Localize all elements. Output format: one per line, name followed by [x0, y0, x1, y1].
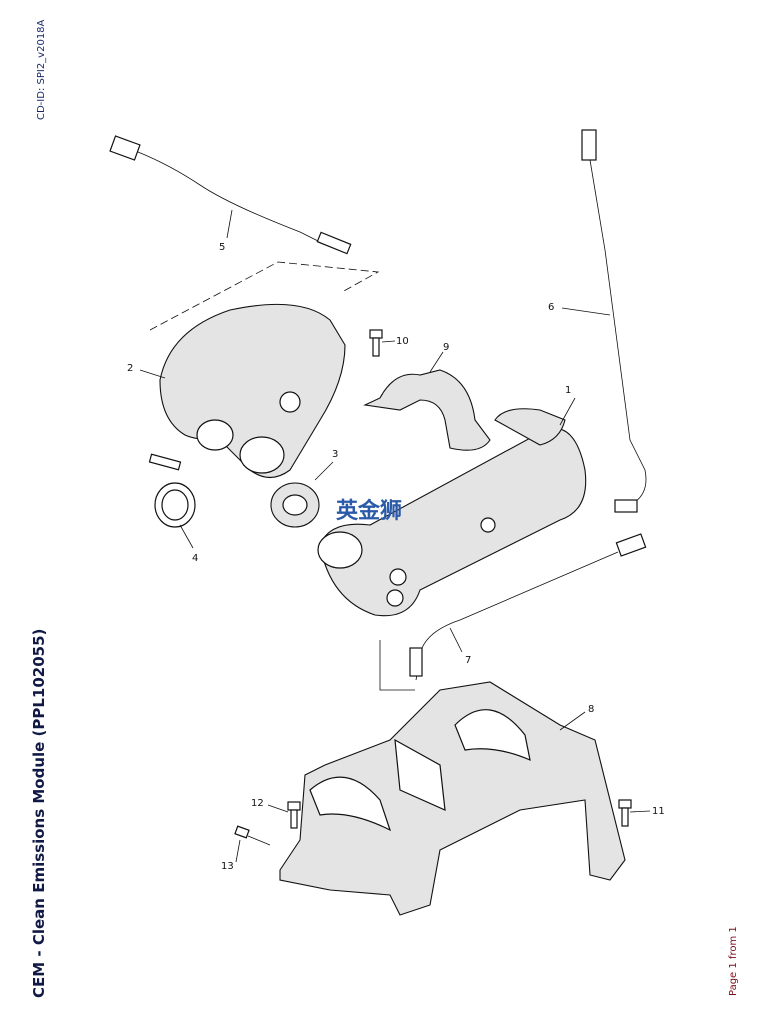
callout-11: 11 — [652, 806, 665, 817]
callout-10: 10 — [396, 336, 409, 347]
part-11-bolt[interactable] — [618, 799, 632, 827]
callout-8: 8 — [588, 704, 594, 715]
dashed-reference-outline — [149, 261, 380, 331]
part-13-bolt[interactable] — [234, 825, 271, 846]
callout-1: 1 — [565, 385, 571, 396]
callout-4: 4 — [192, 553, 198, 564]
part-12-bolt[interactable] — [287, 801, 301, 829]
part-1-clean-emissions-module[interactable] — [317, 408, 587, 617]
part-5-oxygen-sensor[interactable] — [109, 135, 352, 255]
part-7-temperature-sensor[interactable] — [409, 533, 647, 681]
part-2-inlet-pipe[interactable] — [159, 303, 346, 479]
part-3-flange-gasket[interactable] — [270, 482, 320, 528]
callout-13: 13 — [221, 861, 234, 872]
callout-9: 9 — [443, 342, 449, 353]
part-6-sensor-harness[interactable] — [581, 129, 647, 513]
part-8-carrier-bracket[interactable] — [279, 681, 626, 916]
part-10-bolt[interactable] — [369, 329, 383, 357]
leader-lines — [139, 209, 651, 863]
part-4-clamp[interactable] — [148, 453, 196, 528]
callout-7: 7 — [465, 655, 471, 666]
callout-2: 2 — [127, 363, 133, 374]
callout-12: 12 — [251, 798, 264, 809]
watermark: 英金狮 — [336, 498, 402, 524]
part-9-bracket[interactable] — [363, 369, 491, 451]
callout-3: 3 — [332, 449, 338, 460]
callout-5: 5 — [219, 242, 225, 253]
callout-6: 6 — [548, 302, 554, 313]
